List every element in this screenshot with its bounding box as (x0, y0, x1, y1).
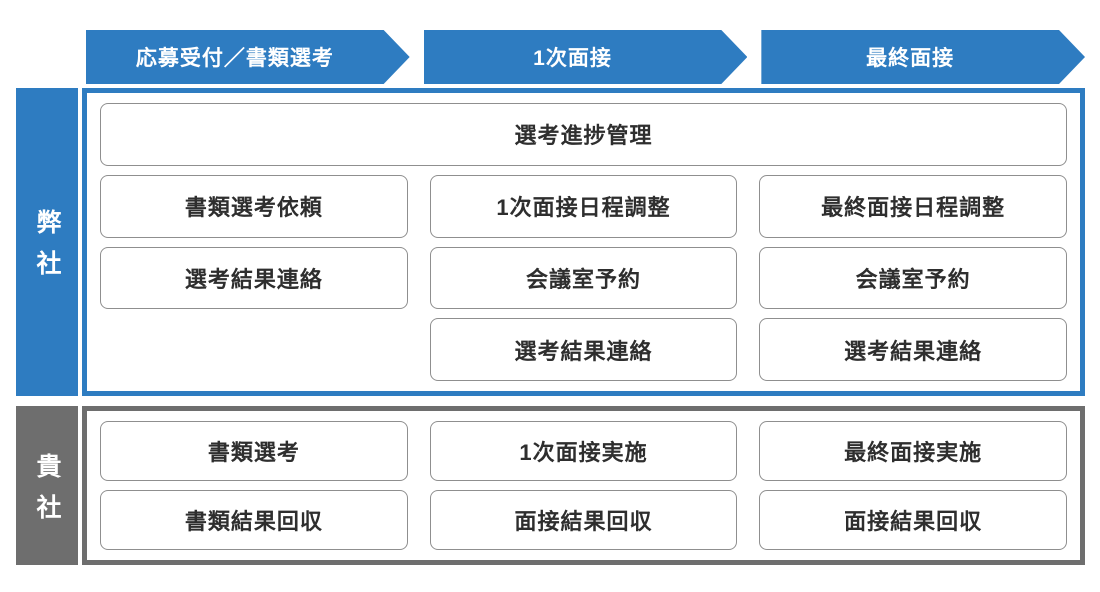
task-box: 書類結果回収 (100, 490, 408, 550)
stage-arrow-final-interview: 最終面接 (761, 30, 1085, 84)
lane-label-client-company: 貴社 (16, 406, 78, 565)
stage-header-row: 応募受付／書類選考 1次面接 最終面接 (86, 30, 1085, 84)
task-box: 会議室予約 (759, 246, 1067, 310)
task-box: 選考結果連絡 (759, 318, 1067, 381)
task-box: 書類選考依頼 (100, 174, 408, 238)
stage-label: 最終面接 (866, 47, 955, 70)
task-box: 1次面接日程調整 (429, 174, 738, 238)
stage-label: 応募受付／書類選考 (135, 47, 334, 70)
task-box: 書類選考 (100, 421, 408, 481)
task-box: 選考結果連絡 (100, 246, 408, 310)
task-box: 最終面接日程調整 (759, 174, 1067, 238)
task-box-progress-management: 選考進捗管理 (100, 103, 1067, 166)
client-company-task-panel: 書類選考 1次面接実施 最終面接実施 書類結果回収 面接結果回収 面接結果回収 (82, 406, 1085, 565)
lane-label-our-company: 弊社 (16, 88, 78, 396)
stage-label: 1次面接 (533, 47, 612, 70)
task-box-empty (100, 318, 408, 381)
stage-arrow-first-interview: 1次面接 (424, 30, 748, 84)
our-company-task-panel: 選考進捗管理 書類選考依頼 1次面接日程調整 最終面接日程調整 選考結果連絡 会… (82, 88, 1085, 396)
task-box: 最終面接実施 (759, 421, 1067, 481)
task-box: 選考結果連絡 (429, 318, 738, 381)
task-box: 面接結果回収 (759, 490, 1067, 550)
task-box: 1次面接実施 (429, 421, 738, 481)
task-box: 面接結果回収 (429, 490, 738, 550)
task-box: 会議室予約 (429, 246, 738, 310)
stage-arrow-application-screening: 応募受付／書類選考 (86, 30, 410, 84)
